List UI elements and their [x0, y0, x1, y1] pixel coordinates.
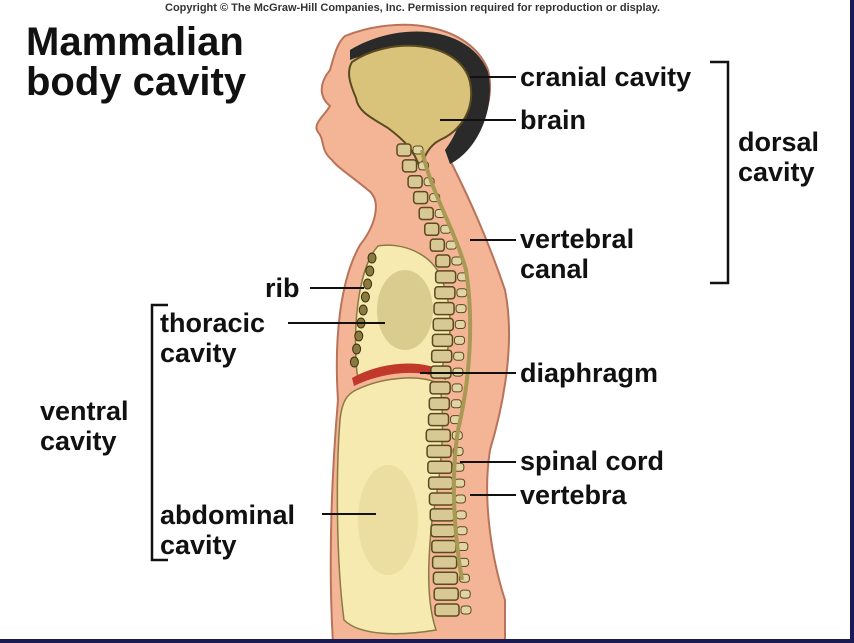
thoracic-shading	[377, 270, 433, 350]
vertebra-bone	[429, 238, 446, 252]
rib-bone	[358, 304, 368, 316]
vertebra-process	[451, 383, 463, 393]
title-line-2: body cavity	[26, 60, 247, 104]
diaphragm-shape	[352, 363, 446, 386]
title-line-1: Mammalian	[26, 20, 244, 64]
vertebra-bone	[407, 174, 423, 189]
vertebra-bone	[431, 333, 454, 348]
vertebra-bone	[427, 412, 450, 427]
vertebra-bone	[434, 270, 457, 284]
copyright-notice: Copyright © The McGraw-Hill Companies, I…	[165, 2, 661, 14]
label-thoracic-cavity: thoracic cavity	[160, 308, 265, 368]
vertebra-bone	[426, 444, 452, 459]
vertebra-bone	[428, 492, 455, 506]
vertebra-process	[455, 510, 467, 520]
vertebra-bone	[433, 301, 455, 316]
vertebra-process	[454, 319, 466, 329]
dorsal-line-1: dorsal	[738, 127, 820, 157]
vertebra-process	[456, 526, 468, 536]
rib-bone	[349, 356, 359, 368]
rib-bone	[360, 291, 370, 303]
spinal-cord-shape	[420, 149, 473, 581]
vertebra-bone	[429, 381, 451, 395]
vertebra-bone	[431, 539, 457, 554]
vertebra-process	[450, 399, 462, 409]
label-cranial-cavity: cranial cavity	[520, 62, 692, 92]
thoracic-line-1: thoracic	[160, 308, 266, 338]
vertebra-bone	[430, 349, 453, 363]
vertebra-bone	[424, 222, 440, 237]
label-ventral-cavity: ventral cavity	[40, 396, 129, 456]
vertebra-bone	[429, 508, 455, 522]
rib-bone	[367, 252, 377, 264]
thoracic-line-2: cavity	[160, 338, 237, 368]
rib-bone	[365, 265, 375, 277]
label-spinal-cord: spinal cord	[520, 446, 665, 476]
vertebra-bone	[427, 460, 453, 474]
ventral-bracket	[150, 303, 168, 562]
ventral-line-2: cavity	[40, 426, 117, 456]
vertebra-bone	[425, 428, 452, 443]
label-abdominal-cavity: abdominal cavity	[160, 500, 295, 560]
vertebra-process	[456, 288, 468, 298]
dorsal-line-2: cavity	[738, 157, 815, 187]
label-diaphragm: diaphragm	[520, 358, 659, 388]
label-rib: rib	[265, 273, 300, 303]
vertebra-process	[453, 335, 465, 345]
dorsal-bracket	[710, 60, 730, 285]
vertebra-bone	[428, 397, 451, 411]
vertebra-bone	[433, 587, 459, 601]
label-brain: brain	[520, 105, 587, 135]
vertebra-bone	[396, 143, 412, 157]
vertebra-bone	[435, 254, 451, 268]
vertebra-process	[455, 304, 467, 314]
vertebra-process	[453, 351, 465, 361]
vertebra-bone	[401, 159, 418, 173]
vertebra-process	[459, 589, 471, 599]
vertebra-bone	[434, 286, 456, 300]
abdominal-shading	[358, 465, 418, 575]
vertebra-bone	[427, 476, 454, 490]
vertebra-bone	[434, 603, 460, 617]
vertebral-line-1: vertebral	[520, 224, 635, 254]
diagram-title: Mammalian body cavity	[26, 22, 246, 102]
label-vertebra: vertebra	[520, 480, 627, 510]
abdominal-line-2: cavity	[160, 530, 237, 560]
vertebra-bone	[432, 317, 455, 332]
vertebra-process	[454, 478, 466, 488]
ribs	[349, 252, 377, 368]
ventral-line-1: ventral	[40, 396, 129, 426]
vertebra-bone	[432, 571, 459, 586]
label-dorsal-cavity: dorsal cavity	[738, 127, 819, 187]
label-vertebral-canal: vertebral canal	[520, 224, 634, 284]
frame-border-bottom	[0, 639, 854, 643]
vertebra-bone	[431, 555, 458, 570]
rib-bone	[354, 330, 364, 342]
vertebra-bone	[430, 523, 456, 538]
leader-lines	[288, 76, 516, 515]
vertebra-process	[460, 605, 472, 615]
rib-bone	[363, 278, 373, 290]
frame-border-right	[850, 0, 854, 643]
vertebra-process	[454, 494, 466, 504]
abdominal-line-1: abdominal	[160, 500, 296, 530]
rib-bone	[352, 343, 362, 355]
vertebra-bone	[418, 206, 434, 221]
vertebra-bone	[412, 190, 429, 205]
vertebral-line-2: canal	[520, 254, 590, 284]
